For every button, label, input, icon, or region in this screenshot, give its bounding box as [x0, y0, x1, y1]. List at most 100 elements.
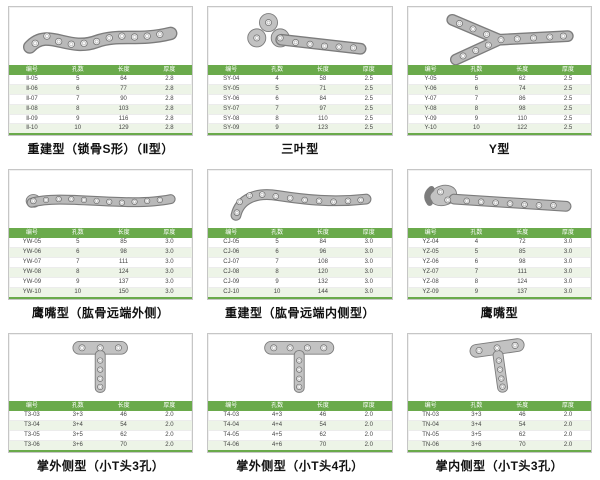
- spec-cell: 150: [100, 287, 147, 299]
- spec-col-header: 长度: [499, 65, 546, 75]
- spec-table-header-row: 编号孔数长度厚度: [208, 65, 392, 75]
- spec-cell: 3.0: [545, 247, 591, 259]
- spec-col-header: 长度: [299, 401, 346, 412]
- spec-cell: 6: [54, 84, 101, 95]
- spec-cell: 2.0: [345, 420, 392, 431]
- spec-cell: 7: [453, 267, 500, 278]
- spec-col-header: 孔数: [54, 65, 101, 75]
- spec-cell: CJ-05: [208, 238, 255, 249]
- spec-cell: CJ-06: [208, 247, 255, 259]
- spec-table-header-row: 编号孔数长度厚度: [407, 401, 591, 412]
- spec-cell: SY-07: [208, 104, 255, 115]
- spec-cell: 54: [100, 420, 147, 431]
- spec-table-header-row: 编号孔数长度厚度: [407, 65, 591, 75]
- spec-cell: 5: [453, 247, 500, 259]
- spec-cell: 4: [453, 238, 500, 249]
- spec-cell: 6: [254, 94, 300, 105]
- spec-cell: YW-07: [9, 257, 55, 269]
- spec-cell: 46: [100, 411, 147, 422]
- spec-cell: 54: [299, 420, 346, 431]
- spec-cell: T4-03: [208, 411, 255, 422]
- spec-col-header: 孔数: [54, 228, 101, 239]
- spec-cell: CJ-07: [208, 257, 255, 269]
- spec-table-header-row: 编号孔数长度厚度: [208, 401, 392, 412]
- spec-cell: 84: [299, 94, 346, 105]
- spec-cell: 3.0: [345, 277, 392, 288]
- spec-col-header: 长度: [100, 228, 147, 239]
- spec-cell: YZ-04: [407, 238, 454, 249]
- spec-table-header-row: 编号孔数长度厚度: [407, 228, 591, 239]
- spec-cell: 3.0: [146, 238, 193, 249]
- spec-cell: 5: [254, 238, 300, 249]
- spec-col-header: 孔数: [453, 65, 500, 75]
- spec-cell: 3.0: [146, 257, 193, 269]
- spec-cell: 111: [100, 257, 147, 269]
- spec-cell: 2.0: [146, 440, 193, 452]
- spec-cell: 3+5: [54, 430, 101, 441]
- spec-col-header: 孔数: [254, 401, 300, 412]
- plate-photo: [9, 7, 192, 65]
- spec-table-header-row: 编号孔数长度厚度: [208, 228, 392, 239]
- spec-cell: 2.5: [345, 84, 392, 95]
- spec-col-header: 长度: [100, 401, 147, 412]
- spec-col-header: 长度: [499, 228, 546, 239]
- spec-cell: 98: [100, 247, 147, 259]
- spec-cell: 85: [100, 238, 147, 249]
- spec-cell: 70: [499, 440, 546, 452]
- spec-cell: 2.5: [345, 123, 392, 136]
- spec-cell: 3+3: [54, 411, 101, 422]
- spec-cell: 3+6: [453, 440, 500, 452]
- spec-cell: 64: [100, 75, 147, 85]
- spec-cell: YZ-07: [407, 267, 454, 278]
- spec-cell: 71: [299, 84, 346, 95]
- spec-cell: 3.0: [146, 287, 193, 299]
- spec-cell: 3+4: [453, 420, 500, 431]
- spec-cell: 132: [299, 277, 346, 288]
- spec-cell: T4-05: [208, 430, 255, 441]
- plate-photo: [9, 170, 192, 228]
- spec-col-header: 孔数: [254, 228, 300, 239]
- spec-cell: 5: [254, 84, 300, 95]
- spec-cell: 108: [299, 257, 346, 269]
- spec-cell: 85: [499, 247, 546, 259]
- spec-cell: 5: [54, 75, 101, 85]
- spec-cell: 10: [54, 123, 101, 136]
- spec-cell: 4+3: [254, 411, 300, 422]
- spec-cell: YW-05: [9, 238, 55, 249]
- spec-cell: 116: [100, 114, 147, 125]
- spec-cell: 58: [299, 75, 346, 85]
- spec-cell: Y-06: [407, 84, 454, 95]
- spec-cell: 7: [54, 257, 101, 269]
- spec-cell: 124: [499, 277, 546, 288]
- spec-cell: SY-05: [208, 84, 255, 95]
- plate-photo: [9, 334, 192, 396]
- spec-cell: 2.5: [345, 114, 392, 125]
- spec-cell: 8: [254, 267, 300, 278]
- spec-col-header: 长度: [299, 65, 346, 75]
- spec-cell: 90: [100, 94, 147, 105]
